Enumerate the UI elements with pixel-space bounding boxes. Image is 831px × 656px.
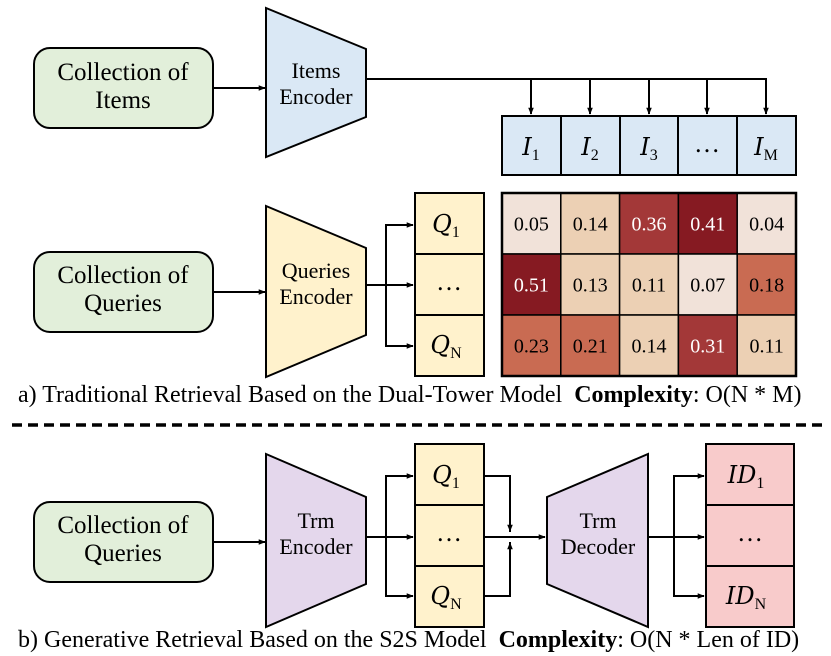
part-b: Collection of Queries Trm Encoder Q1 … Q… <box>18 443 799 653</box>
score-value: 0.11 <box>632 275 666 297</box>
score-matrix: 0.05 0.14 0.36 0.41 0.04 0.51 0.13 0.11 0.07 0.18… <box>501 192 797 377</box>
score-value: 0.04 <box>749 214 784 236</box>
queries-encoder-label-1: Queries <box>282 258 350 283</box>
score-value: 0.14 <box>573 214 608 236</box>
query-vectors-box-a <box>414 192 485 377</box>
score-value: 0.13 <box>573 275 608 297</box>
part-a: Collection of Items Items Encoder I1 I2 … <box>18 6 802 408</box>
score-value: 0.07 <box>690 275 725 297</box>
item-vector-3: I3 <box>639 133 657 164</box>
score-value: 0.31 <box>690 336 725 358</box>
score-matrix-border <box>500 191 798 378</box>
query-vector-1-a: Q1 <box>432 210 460 241</box>
score-value: 0.36 <box>632 214 667 236</box>
query-vector-ellipsis-b: … <box>436 518 462 547</box>
queries-collection-b-label-2: Queries <box>84 540 162 567</box>
queries-encoder-label-2: Encoder <box>279 284 353 309</box>
score-value: 0.23 <box>514 336 549 358</box>
queries-collection-a-label-1: Collection of <box>57 262 189 289</box>
query-vector-1-b: Q1 <box>432 461 460 492</box>
trm-encoder-shape <box>265 452 367 629</box>
item-vector-2: I2 <box>580 133 598 164</box>
score-cell <box>736 314 797 377</box>
score-value: 0.41 <box>690 214 725 236</box>
score-value: 0.11 <box>749 336 783 358</box>
items-encoder-label-1: Items <box>292 58 341 83</box>
query-vector-n-a: QN <box>430 331 462 362</box>
score-value: 0.21 <box>573 336 608 358</box>
id-output-n: IDN <box>725 582 767 613</box>
score-value: 0.18 <box>749 275 784 297</box>
items-encoder-shape <box>265 6 367 159</box>
query-vector-n-b: QN <box>430 582 462 613</box>
score-cell <box>736 253 797 316</box>
id-outputs-box <box>705 443 795 628</box>
item-vectors-row: I1 I2 I3 … IM <box>501 115 797 176</box>
query-vectors-column-b: Q1 … QN <box>414 443 485 628</box>
trm-encoder-label-1: Trm <box>297 508 334 533</box>
query-vectors-column-a: Q1 … QN <box>414 192 485 377</box>
caption-a: a) Traditional Retrieval Based on the Du… <box>18 382 802 408</box>
trm-decoder-label-2: Decoder <box>561 534 636 559</box>
trm-decoder-shape <box>546 452 649 629</box>
id-output-1: ID1 <box>727 461 765 492</box>
id-output-ellipsis: … <box>737 518 763 547</box>
score-value: 0.05 <box>514 214 549 236</box>
items-collection-label-2: Items <box>95 87 151 114</box>
score-cell <box>677 253 738 316</box>
queries-encoder-shape <box>265 204 367 379</box>
queries-branch-connector <box>366 222 414 349</box>
queries-collection-a-label-2: Queries <box>84 290 162 317</box>
queries-collection-b-label-1: Collection of <box>57 512 189 539</box>
score-value: 0.51 <box>514 275 549 297</box>
trm-encoder-label-2: Encoder <box>279 534 353 559</box>
items-encoder-label-2: Encoder <box>279 84 353 109</box>
encoder-branch-connector <box>366 473 414 599</box>
query-vector-ellipsis-a: … <box>436 267 462 296</box>
id-outputs-column: ID1 … IDN <box>705 443 795 628</box>
decoder-branch-connector <box>648 473 705 599</box>
score-cell <box>618 314 680 377</box>
query-vectors-box-b <box>414 443 485 628</box>
item-vectors-box <box>501 115 797 176</box>
item-vector-ellipsis: … <box>694 129 720 158</box>
items-collection-label-1: Collection of <box>57 59 189 86</box>
decoder-merge-connector <box>484 475 546 597</box>
score-cell <box>618 192 680 255</box>
caption-b: b) Generative Retrieval Based on the S2S… <box>18 627 799 653</box>
item-vector-1: I1 <box>521 133 539 164</box>
items-broadcast-connector <box>366 78 769 115</box>
score-value: 0.14 <box>632 336 667 358</box>
item-vector-m: IM <box>753 133 778 164</box>
trm-decoder-label-1: Trm <box>579 508 616 533</box>
